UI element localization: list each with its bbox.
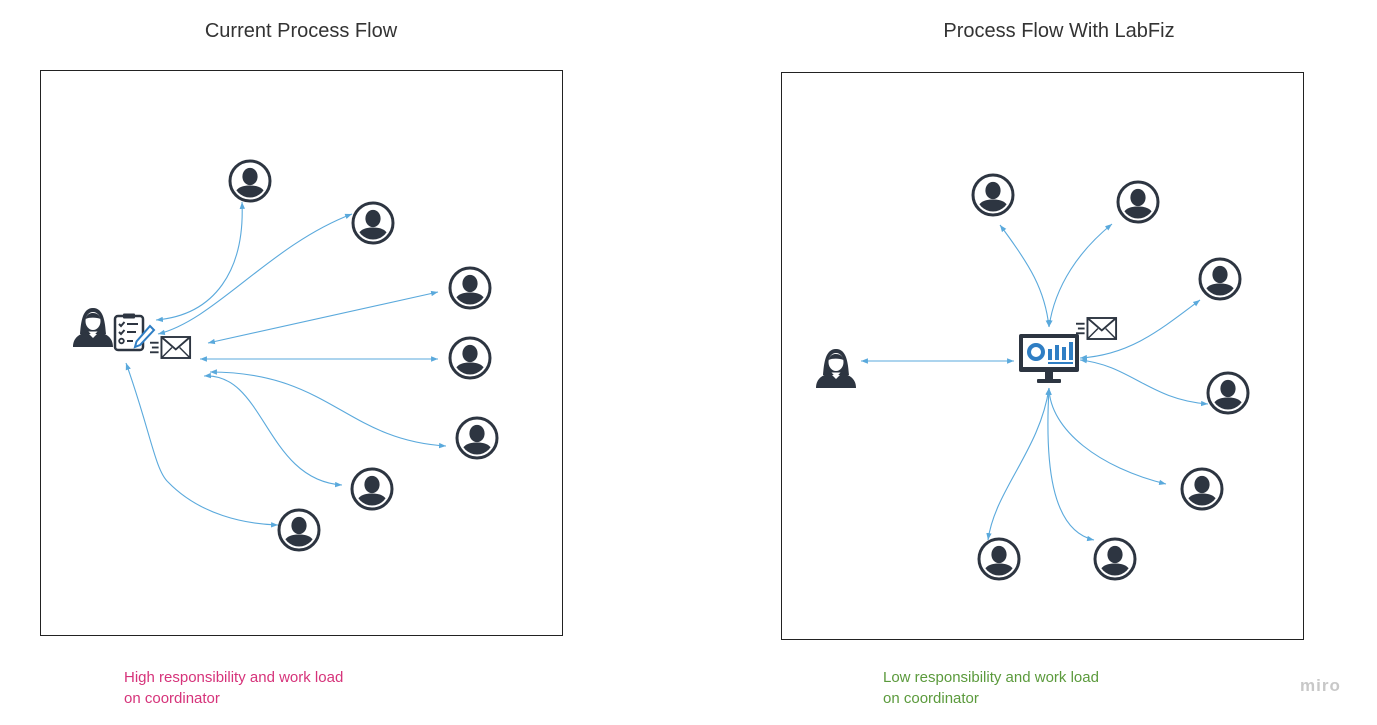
user-circle-icon xyxy=(352,469,392,509)
user-circle-icon xyxy=(450,268,490,308)
miro-logo[interactable]: miro xyxy=(1300,676,1341,695)
user-circle-icon xyxy=(353,203,393,243)
arrow-to-person-3 xyxy=(1079,299,1201,361)
arrow-to-person-3 xyxy=(207,290,439,345)
right-caption-line-2: on coordinator xyxy=(883,690,979,707)
user-circle-icon xyxy=(450,338,490,378)
checklist-icon xyxy=(113,312,156,352)
user-circle-icon xyxy=(979,539,1019,579)
arrow-to-person-4 xyxy=(1079,358,1209,407)
user-circle-icon xyxy=(1182,469,1222,509)
left-caption-line-1: High responsibility and work load xyxy=(124,669,344,686)
coordinator-female-icon xyxy=(816,349,856,388)
user-circle-icon xyxy=(1208,373,1248,413)
coordinator-female-icon xyxy=(73,308,113,347)
left-panel-title: Current Process Flow xyxy=(204,20,398,42)
labfiz-process-frame xyxy=(781,72,1304,640)
arrow-to-person-1 xyxy=(999,224,1051,328)
user-circle-icon xyxy=(1118,182,1158,222)
arrow-to-person-2 xyxy=(1047,223,1113,328)
email-icon xyxy=(1076,317,1118,340)
right-caption: Low responsibility and work load on coor… xyxy=(883,667,1099,709)
user-circle-icon xyxy=(973,175,1013,215)
left-caption: High responsibility and work load on coo… xyxy=(124,667,343,709)
arrow-to-person-7 xyxy=(125,362,279,528)
user-circle-icon xyxy=(457,418,497,458)
arrow-to-person-1 xyxy=(155,201,245,323)
right-arrows xyxy=(861,223,1209,542)
arrow-to-person-7 xyxy=(986,387,1051,541)
right-caption-line-1: Low responsibility and work load xyxy=(883,669,1099,686)
user-circle-icon xyxy=(1095,539,1135,579)
user-circle-icon xyxy=(230,161,270,201)
arrow-to-person-6 xyxy=(203,372,343,488)
dashboard-monitor-icon xyxy=(1017,332,1081,385)
current-process-frame xyxy=(40,70,563,636)
arrow-to-person-5 xyxy=(209,369,447,449)
left-caption-line-2: on coordinator xyxy=(124,690,220,707)
arrow-to-person-5 xyxy=(1046,387,1167,485)
user-circle-icon xyxy=(279,510,319,550)
arrow-to-person-2 xyxy=(157,213,353,335)
email-icon xyxy=(150,336,192,359)
right-panel-title: Process Flow With LabFiz xyxy=(943,20,1175,42)
user-circle-icon xyxy=(1200,259,1240,299)
left-arrows xyxy=(125,201,447,528)
